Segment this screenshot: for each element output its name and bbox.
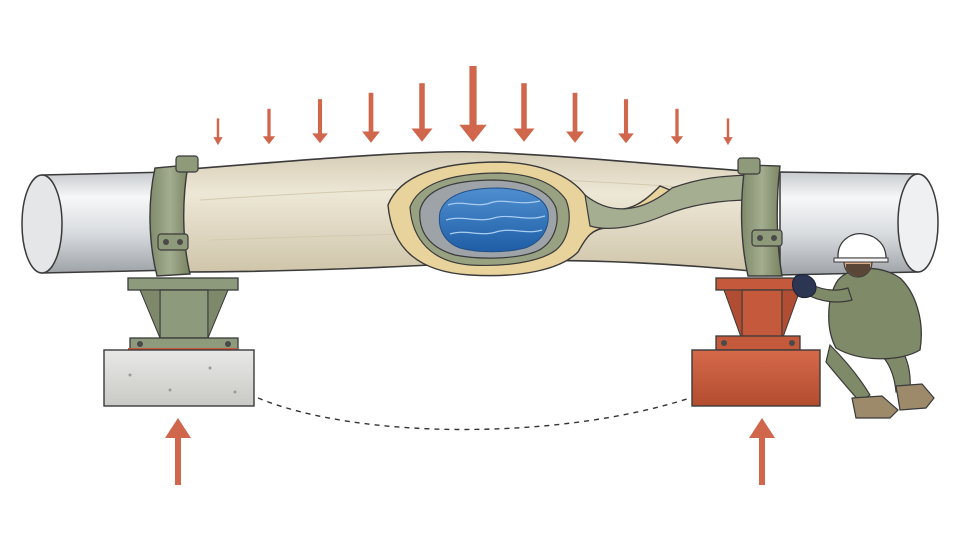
- right-support: [691, 277, 821, 407]
- left-support: [103, 277, 255, 407]
- reaction-force-arrows: [165, 418, 775, 485]
- down-arrow-icon: [459, 66, 487, 142]
- down-arrow-icon: [312, 99, 328, 144]
- down-arrow-icon: [670, 108, 684, 145]
- down-arrow-icon: [723, 118, 733, 146]
- down-arrow-icon: [618, 99, 634, 144]
- down-arrow-icon: [566, 92, 584, 143]
- right-pipe-clamp: [737, 157, 783, 277]
- up-arrow-icon: [749, 418, 775, 485]
- down-arrow-icon: [262, 108, 276, 145]
- down-arrow-icon: [213, 118, 223, 146]
- left-pipe-clamp: [149, 155, 199, 277]
- deflection-curve: [257, 397, 691, 431]
- pipe-cutaway: [387, 161, 753, 277]
- worker-figure: [791, 233, 935, 419]
- distributed-load-arrows: [213, 66, 733, 146]
- up-arrow-icon: [165, 418, 191, 485]
- down-arrow-icon: [362, 92, 380, 143]
- left-steel-pipe-end: [21, 171, 177, 274]
- down-arrow-icon: [411, 83, 433, 142]
- down-arrow-icon: [513, 83, 535, 142]
